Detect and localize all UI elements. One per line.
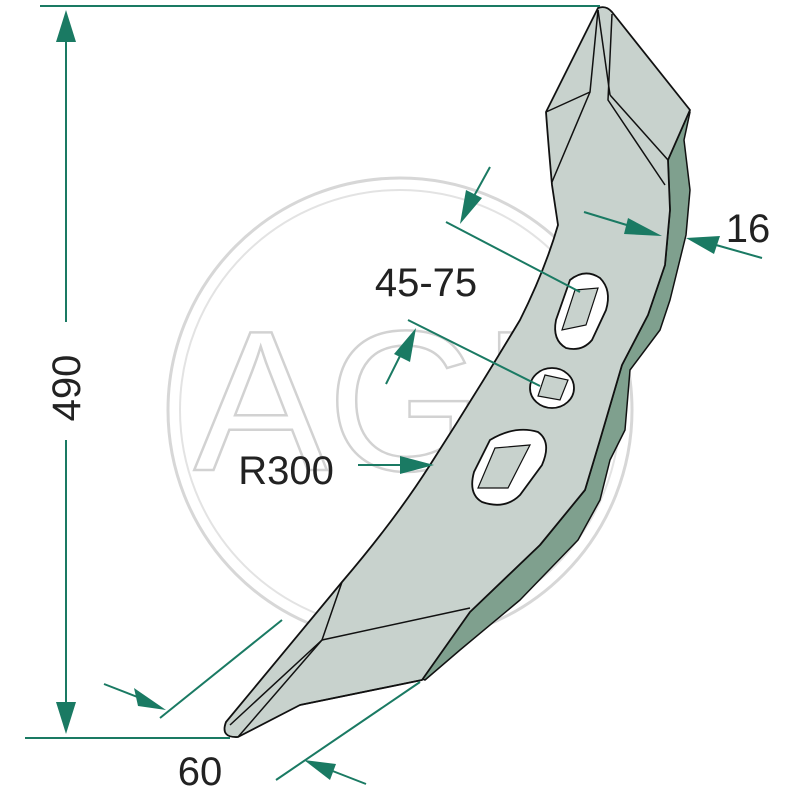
arrowhead-spacing-bottom [394, 328, 416, 362]
top-bevel [545, 9, 669, 186]
top-ridge-low [551, 91, 591, 183]
dimension-thickness [583, 211, 763, 259]
dimension-bottom-width-label: 60 [178, 750, 223, 794]
slot-hole-top [554, 272, 609, 350]
dimension-hole-spacing [385, 166, 581, 387]
bottom-bevel [229, 581, 471, 738]
dimension-radius [358, 456, 434, 474]
bevel-line-4 [237, 639, 323, 738]
dimension-radius-label: R300 [238, 449, 334, 493]
dimension-height-label: 490 [45, 355, 89, 422]
dimension-height [25, 5, 600, 739]
arrowhead-radius [400, 456, 434, 474]
part-main-face [223, 6, 691, 738]
arrowhead-down [56, 702, 76, 734]
arrowhead-spacing-top [460, 190, 482, 224]
bevel-line-3 [299, 679, 423, 706]
arrowhead-width-left [134, 688, 166, 710]
round-hole [529, 367, 575, 409]
arrowhead-width-right [304, 760, 336, 780]
bevel-line-2 [321, 607, 471, 641]
top-ridge-mid [609, 94, 669, 161]
top-ridge-center [597, 9, 611, 96]
dimension-hole-spacing-label: 45-75 [375, 261, 477, 305]
arrowhead-up [56, 10, 76, 42]
dimension-thickness-label: 16 [726, 207, 771, 251]
arrowhead-thickness-out [686, 236, 720, 254]
arrowhead-thickness-in [624, 218, 662, 236]
top-ridge-right [607, 13, 666, 186]
dimension-bottom-width [103, 619, 421, 785]
slot-hole-bottom [471, 428, 548, 506]
